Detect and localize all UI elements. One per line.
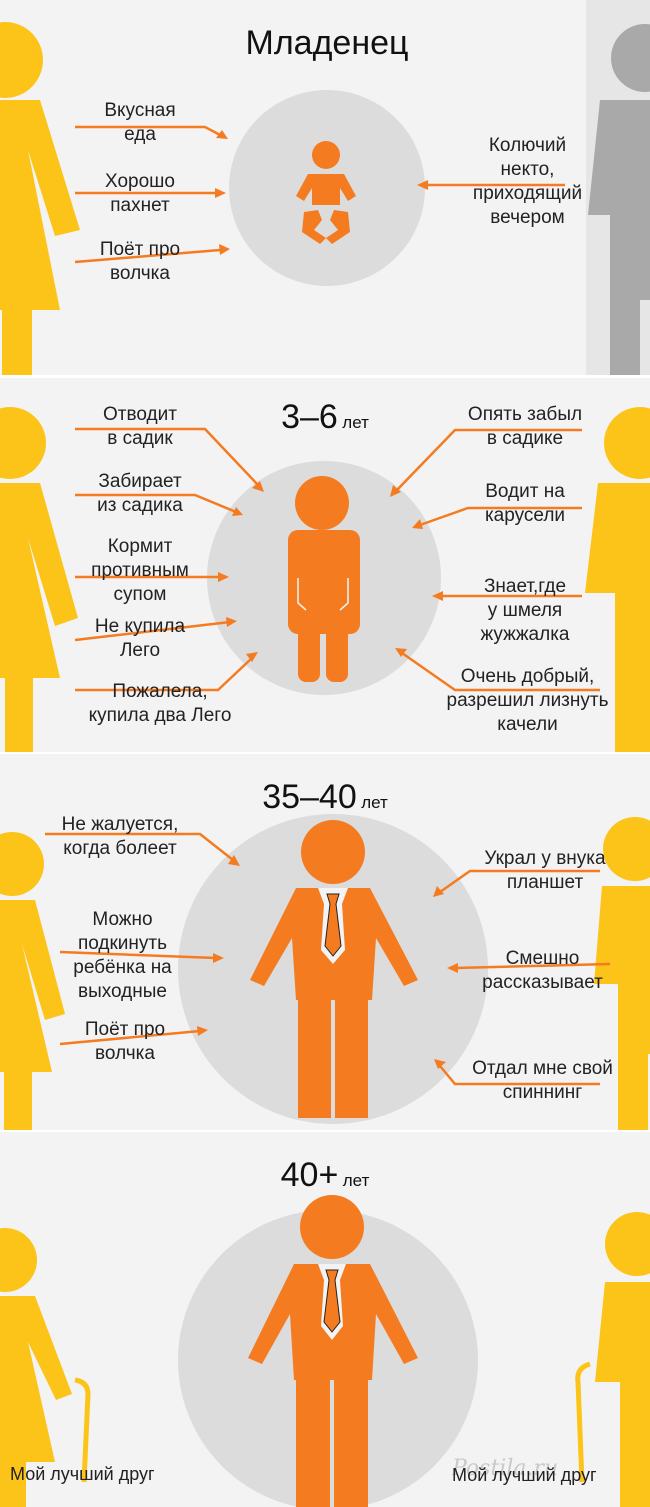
section-kid-art xyxy=(0,407,650,752)
section-kid: 3–6 лет Отводит в садик Забирает из сади… xyxy=(0,378,650,752)
label-right: Очень добрый, разрешил лизнуть качели xyxy=(446,666,609,735)
section-adult-art xyxy=(0,814,650,1130)
mother-figure xyxy=(0,407,78,752)
old-woman-figure xyxy=(0,1228,72,1507)
label-right: Колючий некто, приходящий вечером xyxy=(472,135,583,228)
section-senior-art xyxy=(0,1195,650,1507)
label-left: Поёт про волчка xyxy=(84,1019,166,1064)
label-right: Знает,где у шмеля жужжалка xyxy=(480,576,570,645)
footer-label-right: Мой лучший друг xyxy=(452,1465,597,1485)
label-left: Хорошо пахнет xyxy=(105,171,175,216)
section-title: 3–6 лет xyxy=(281,398,369,436)
section-title: Младенец xyxy=(245,24,409,62)
father-figure xyxy=(586,0,650,375)
old-man-figure xyxy=(595,1212,650,1507)
tie-icon xyxy=(323,1269,341,1333)
label-left: Поёт про волчка xyxy=(99,239,181,284)
label-right: Водит на карусели xyxy=(484,481,566,526)
label-left: Не купила Лего xyxy=(94,616,186,661)
label-right: Украл у внука планшет xyxy=(484,848,606,893)
section-baby: Младенец Вкусная еда Хорошо пахнет Поёт … xyxy=(0,0,650,375)
footer-label-left: Мой лучший друг xyxy=(10,1464,155,1484)
label-right: Отдал мне свой спиннинг xyxy=(472,1058,613,1103)
section-adult: 35–40 лет Не жалуется, когда болеет Можн… xyxy=(0,754,650,1130)
grandma-figure xyxy=(0,832,65,1130)
section-baby-art xyxy=(0,0,650,375)
section-title: 35–40 лет xyxy=(262,778,388,816)
cane-icon xyxy=(575,1361,591,1483)
label-left: Кормит противным супом xyxy=(91,536,189,605)
label-right: Смешно рассказывает xyxy=(482,948,603,993)
watermark: Postila.ru xyxy=(452,1456,559,1481)
tie-icon xyxy=(324,893,342,957)
baby-figure xyxy=(296,141,356,244)
section-title: 40+ лет xyxy=(280,1156,370,1194)
section-senior: 40+ лет Мой лучший друг Postila.ru Мой л… xyxy=(0,1132,650,1507)
cane-icon xyxy=(74,1377,91,1483)
father-figure xyxy=(585,407,650,752)
label-left: Забирает из садика xyxy=(97,471,183,516)
label-left: Можно подкинуть ребёнка на выходные xyxy=(73,909,172,1002)
grandpa-figure xyxy=(594,817,650,1130)
label-left: Вкусная еда xyxy=(104,100,176,145)
mother-figure xyxy=(0,22,80,375)
label-right: Опять забыл в садике xyxy=(467,404,583,449)
label-left: Отводит в садик xyxy=(103,404,177,449)
label-left: Не жалуется, когда болеет xyxy=(61,814,179,859)
label-left: Пожалела, купила два Лего xyxy=(88,681,232,726)
